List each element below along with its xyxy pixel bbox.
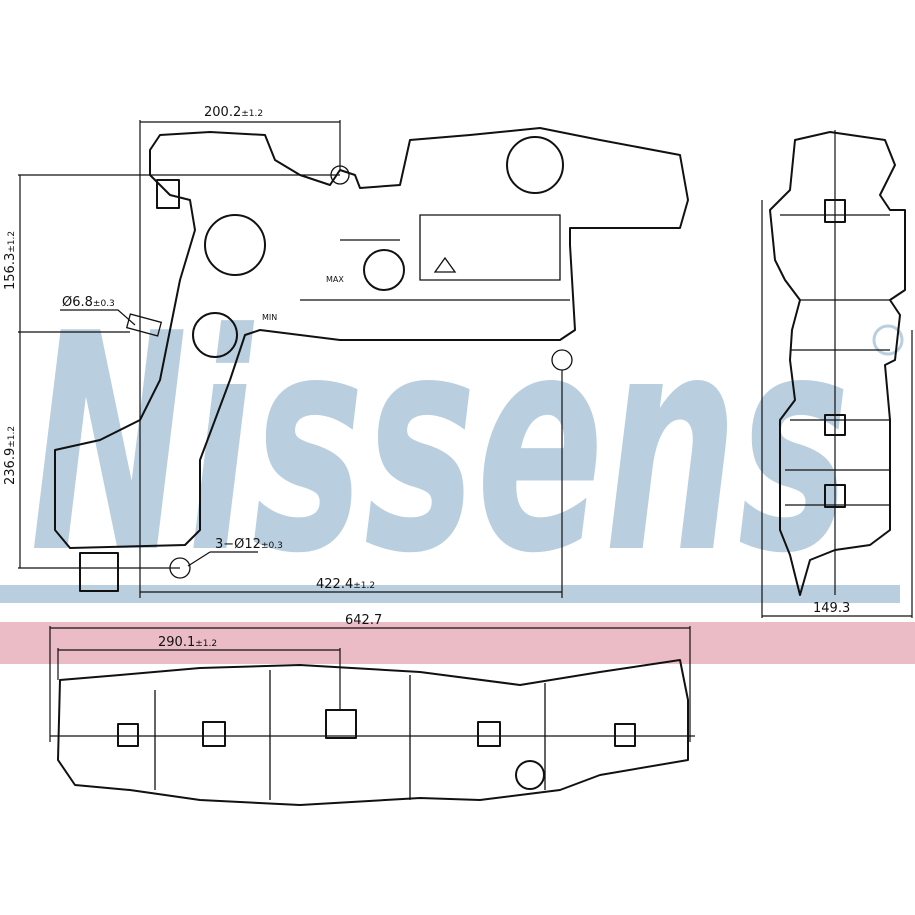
side-clip-2 xyxy=(824,414,846,436)
dim-holes-large: 3−Ø12±0.3 xyxy=(215,537,283,552)
bracket-tab xyxy=(125,313,163,337)
inlet-pipe-top xyxy=(156,179,180,209)
top-clip-5 xyxy=(614,723,636,747)
top-view: 642.7 290.1±1.2 xyxy=(49,613,695,806)
side-view: 149.3 xyxy=(761,130,913,618)
registered-mark-icon xyxy=(872,324,904,356)
level-min-label: MIN xyxy=(262,313,277,322)
level-max-label: MAX xyxy=(326,275,344,284)
side-clip-3 xyxy=(824,484,846,508)
watermark-blue-band xyxy=(0,585,900,603)
dim-overall-length: 642.7 xyxy=(345,613,382,628)
top-outline xyxy=(57,659,689,806)
watermark-logo-text: Nissens xyxy=(30,270,850,619)
dim-upper-height: 156.3±1.2 xyxy=(3,231,18,290)
dim-bottom-width: 422.4±1.2 xyxy=(316,577,375,592)
pressure-cap xyxy=(506,136,564,194)
watermark-pink-band xyxy=(0,622,915,664)
top-clip-1 xyxy=(117,723,139,747)
inlet-pipe-bottom xyxy=(79,552,119,592)
dim-top-width: 200.2±1.2 xyxy=(204,105,263,120)
outlet-port xyxy=(192,312,238,358)
brand-watermark: Nissens xyxy=(0,270,915,664)
dim-depth: 149.3 xyxy=(813,601,850,616)
internal-ribs xyxy=(300,214,570,301)
dim-hole-small: Ø6.8±0.3 xyxy=(62,295,115,310)
side-ribs xyxy=(780,214,890,506)
dim-lower-height: 236.9±1.2 xyxy=(3,426,18,485)
top-cap xyxy=(515,760,545,790)
sensor-port xyxy=(363,249,405,291)
top-clip-3 xyxy=(325,709,357,739)
top-ribs xyxy=(154,670,546,800)
filler-neck xyxy=(204,214,266,276)
side-clip-1 xyxy=(824,199,846,223)
front-view-dimensions: 200.2±1.2 156.3±1.2 236.9±1.2 Ø6.8±0.3 3… xyxy=(3,105,563,598)
top-clip-4 xyxy=(477,721,501,747)
top-clip-2 xyxy=(202,721,226,747)
warning-triangle-icon xyxy=(433,256,457,273)
dim-partial-length: 290.1±1.2 xyxy=(158,635,217,650)
